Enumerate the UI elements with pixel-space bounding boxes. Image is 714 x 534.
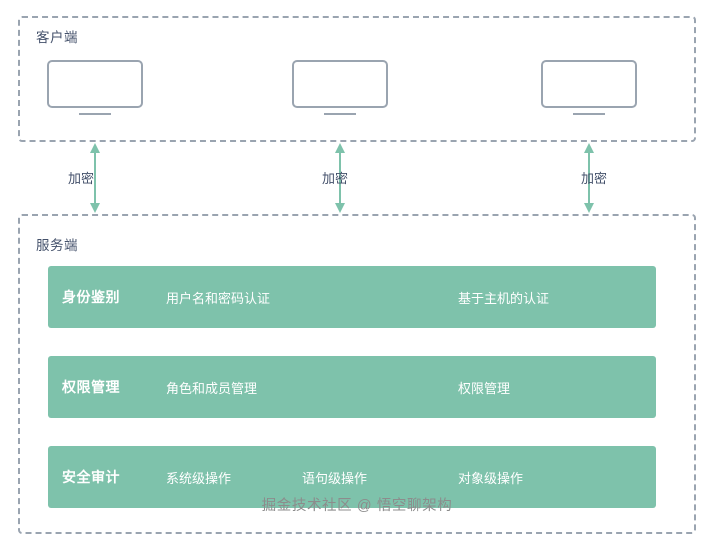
row-item: 权限管理 — [458, 381, 511, 396]
monitor-screen — [47, 60, 143, 108]
monitor-stand — [79, 113, 111, 115]
row-item: 系统级操作 — [166, 471, 232, 486]
client-zone — [18, 16, 696, 142]
server-row-audit: 安全审计 系统级操作 语句级操作 对象级操作 — [48, 446, 656, 508]
monitor-screen — [541, 60, 637, 108]
connection-1: 加密 — [35, 142, 155, 214]
connection-3: 加密 — [529, 142, 649, 214]
server-zone-label: 服务端 — [36, 238, 78, 253]
row-title: 安全审计 — [62, 469, 120, 485]
client-monitor-1 — [47, 60, 143, 116]
row-title: 权限管理 — [62, 379, 120, 395]
row-item: 用户名和密码认证 — [166, 291, 271, 306]
connection-2: 加密 — [280, 142, 400, 214]
row-item: 语句级操作 — [302, 471, 368, 486]
server-row-identity: 身份鉴别 用户名和密码认证 基于主机的认证 — [48, 266, 656, 328]
watermark: 掘金技术社区 @ 悟空聊架构 — [261, 498, 453, 514]
client-monitor-3 — [541, 60, 637, 116]
connection-label: 加密 — [580, 171, 607, 186]
double-arrow-icon — [90, 143, 100, 213]
client-zone-label: 客户端 — [36, 30, 78, 45]
row-item: 对象级操作 — [458, 471, 524, 486]
server-row-permission: 权限管理 角色和成员管理 权限管理 — [48, 356, 656, 418]
client-monitor-2 — [292, 60, 388, 116]
monitor-stand — [573, 113, 605, 115]
monitor-screen — [292, 60, 388, 108]
row-item: 基于主机的认证 — [458, 291, 550, 306]
connection-label: 加密 — [321, 171, 348, 186]
double-arrow-icon — [335, 143, 345, 213]
server-zone — [18, 214, 696, 534]
monitor-stand — [324, 113, 356, 115]
row-item: 角色和成员管理 — [166, 381, 258, 396]
double-arrow-icon — [584, 143, 594, 213]
connection-label: 加密 — [67, 171, 94, 186]
row-title: 身份鉴别 — [62, 289, 120, 305]
